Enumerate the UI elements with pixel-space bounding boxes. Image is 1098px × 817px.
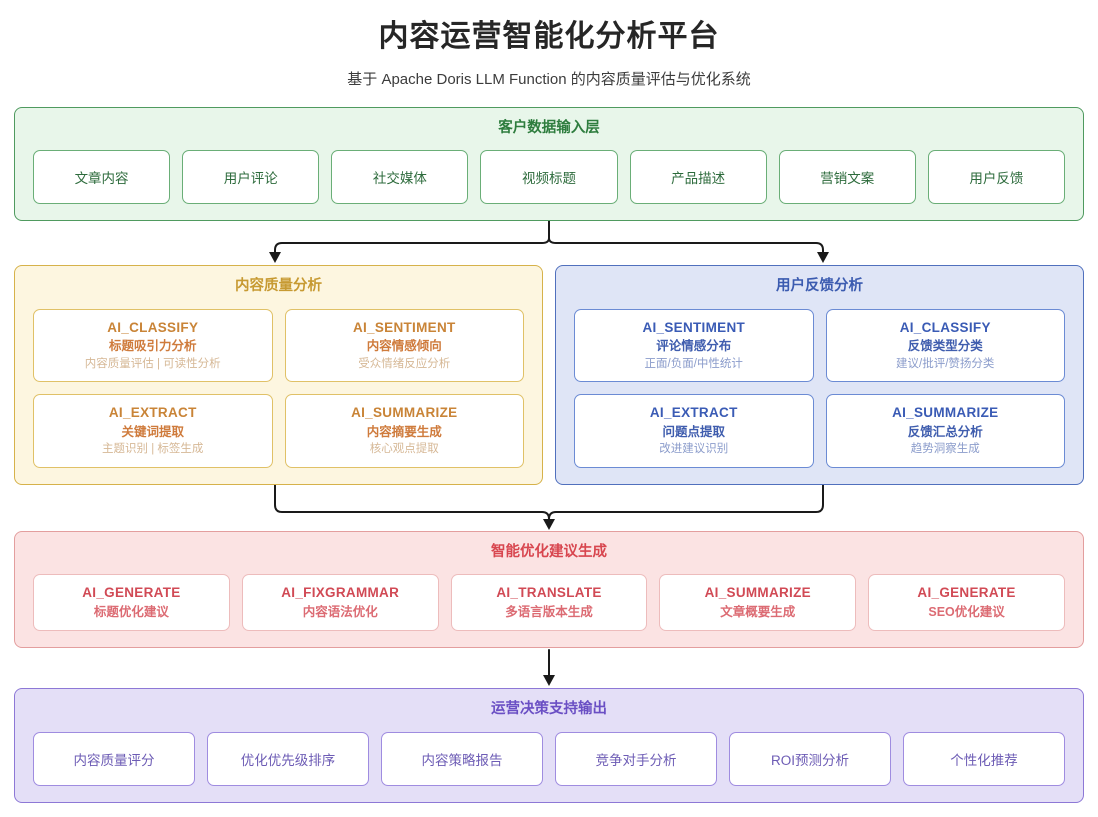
card-function-name: AI_GENERATE	[917, 585, 1016, 601]
card-ai-extract-keywords[interactable]: AI_EXTRACT 关键词提取 主题识别 | 标签生成	[33, 394, 273, 469]
card-ai-classify-feedback-type[interactable]: AI_CLASSIFY 反馈类型分类 建议/批评/赞扬分类	[825, 308, 1065, 383]
output-item-personalized-recommendation[interactable]: 个性化推荐	[903, 731, 1065, 786]
output-item-quality-score[interactable]: 内容质量评分	[33, 731, 195, 786]
panel-input-layer: 客户数据输入层 文章内容 用户评论 社交媒体 视频标题 产品描述 营销文案 用户…	[14, 107, 1084, 222]
page-header: 内容运营智能化分析平台 基于 Apache Doris LLM Function…	[14, 0, 1084, 89]
input-item-label: 社交媒体	[372, 171, 427, 187]
input-item-marketing-copy[interactable]: 营销文案	[778, 150, 916, 205]
content-quality-row-2: AI_EXTRACT 关键词提取 主题识别 | 标签生成 AI_SUMMARIZ…	[33, 394, 524, 469]
input-item-product-desc[interactable]: 产品描述	[629, 150, 767, 205]
card-subtext: 内容质量评估 | 可读性分析	[84, 357, 221, 370]
input-item-label: 营销文案	[820, 171, 875, 187]
card-ai-fixgrammar-content-grammar[interactable]: AI_FIXGRAMMAR 内容语法优化	[241, 574, 439, 632]
panel-feedback-analysis: 用户反馈分析 AI_SENTIMENT 评论情感分布 正面/负面/中性统计 AI…	[555, 265, 1084, 486]
card-description: 评论情感分布	[656, 339, 732, 353]
card-ai-sentiment-comment-distribution[interactable]: AI_SENTIMENT 评论情感分布 正面/负面/中性统计	[574, 308, 814, 383]
card-function-name: AI_EXTRACT	[108, 405, 197, 421]
card-subtext: 核心观点提取	[369, 443, 439, 456]
card-ai-translate-multilingual[interactable]: AI_TRANSLATE 多语言版本生成	[450, 574, 648, 632]
card-function-name: AI_CLASSIFY	[899, 319, 991, 335]
card-description: 内容摘要生成	[366, 424, 442, 439]
input-item-label: 用户反馈	[969, 171, 1024, 187]
card-function-name: AI_SUMMARIZE	[892, 405, 999, 421]
card-function-name: AI_TRANSLATE	[496, 585, 602, 601]
card-description: 多语言版本生成	[505, 604, 593, 619]
card-description: 反馈汇总分析	[907, 424, 983, 439]
card-subtext: 趋势洞察生成	[910, 443, 980, 456]
input-item-label: 产品描述	[671, 171, 726, 187]
feedback-analysis-row-1: AI_SENTIMENT 评论情感分布 正面/负面/中性统计 AI_CLASSI…	[574, 308, 1065, 383]
input-layer-items: 文章内容 用户评论 社交媒体 视频标题 产品描述 营销文案 用户反馈	[33, 150, 1065, 205]
content-quality-row-1: AI_CLASSIFY 标题吸引力分析 内容质量评估 | 可读性分析 AI_SE…	[33, 308, 524, 383]
input-item-label: 用户评论	[223, 171, 278, 187]
card-function-name: AI_SENTIMENT	[642, 319, 746, 335]
card-ai-classify-title-attraction[interactable]: AI_CLASSIFY 标题吸引力分析 内容质量评估 | 可读性分析	[33, 308, 273, 383]
page-title: 内容运营智能化分析平台	[378, 20, 720, 53]
panel-content-quality: 内容质量分析 AI_CLASSIFY 标题吸引力分析 内容质量评估 | 可读性分…	[14, 265, 543, 486]
card-description: 内容情感倾向	[366, 339, 442, 353]
card-description: SEO优化建议	[928, 604, 1005, 619]
card-ai-summarize-content-summary[interactable]: AI_SUMMARIZE 内容摘要生成 核心观点提取	[284, 394, 524, 469]
input-item-comments[interactable]: 用户评论	[182, 150, 320, 205]
card-ai-generate-seo-optimization[interactable]: AI_GENERATE SEO优化建议	[868, 574, 1065, 632]
card-subtext: 建议/批评/赞扬分类	[896, 357, 995, 370]
page-subtitle: 基于 Apache Doris LLM Function 的内容质量评估与优化系…	[347, 70, 751, 88]
input-item-social[interactable]: 社交媒体	[331, 150, 469, 205]
card-ai-generate-title-optimization[interactable]: AI_GENERATE 标题优化建议	[33, 574, 230, 632]
card-description: 标题吸引力分析	[108, 339, 197, 353]
panel-output-layer: 运营决策支持输出 内容质量评分 优化优先级排序 内容策略报告 竞争对手分析 RO…	[14, 688, 1084, 803]
card-function-name: AI_FIXGRAMMAR	[281, 585, 400, 601]
card-description: 反馈类型分类	[907, 339, 983, 353]
output-item-strategy-report[interactable]: 内容策略报告	[381, 731, 543, 786]
input-item-label: 文章内容	[74, 171, 129, 187]
panel-title-feedback-analysis: 用户反馈分析	[776, 278, 863, 295]
output-item-priority-ranking[interactable]: 优化优先级排序	[207, 731, 369, 786]
connector-down-arrow	[543, 649, 555, 687]
input-item-article[interactable]: 文章内容	[33, 150, 171, 205]
panel-optimization-suggestions: 智能优化建议生成 AI_GENERATE 标题优化建议 AI_FIXGRAMMA…	[14, 531, 1084, 649]
card-subtext: 受众情绪反应分析	[358, 357, 451, 370]
analysis-split-row: 内容质量分析 AI_CLASSIFY 标题吸引力分析 内容质量评估 | 可读性分…	[14, 265, 1084, 486]
panel-title-content-quality: 内容质量分析	[235, 278, 322, 295]
connector-merge-arrow	[274, 485, 824, 531]
card-function-name: AI_SENTIMENT	[352, 319, 456, 335]
card-ai-extract-issue-points[interactable]: AI_EXTRACT 问题点提取 改进建议识别	[574, 394, 814, 469]
card-description: 标题优化建议	[93, 604, 169, 619]
card-description: 文章概要生成	[720, 604, 796, 619]
card-subtext: 改进建议识别	[659, 443, 729, 456]
output-item-label: 内容策略报告	[421, 752, 503, 768]
optimization-cards: AI_GENERATE 标题优化建议 AI_FIXGRAMMAR 内容语法优化 …	[33, 574, 1065, 632]
input-item-user-feedback[interactable]: 用户反馈	[927, 150, 1065, 205]
panel-title-optimization: 智能优化建议生成	[491, 544, 607, 561]
card-ai-summarize-feedback-rollup[interactable]: AI_SUMMARIZE 反馈汇总分析 趋势洞察生成	[825, 394, 1065, 469]
output-item-label: 个性化推荐	[950, 752, 1018, 768]
output-item-roi-forecast[interactable]: ROI预测分析	[729, 731, 891, 786]
output-layer-items: 内容质量评分 优化优先级排序 内容策略报告 竞争对手分析 ROI预测分析 个性化…	[33, 731, 1065, 786]
card-subtext: 正面/负面/中性统计	[644, 357, 743, 370]
card-function-name: AI_CLASSIFY	[107, 319, 199, 335]
card-ai-summarize-article-abstract[interactable]: AI_SUMMARIZE 文章概要生成	[659, 574, 857, 632]
card-description: 关键词提取	[121, 424, 184, 439]
output-item-competitor-analysis[interactable]: 竞争对手分析	[555, 731, 717, 786]
feedback-analysis-row-2: AI_EXTRACT 问题点提取 改进建议识别 AI_SUMMARIZE 反馈汇…	[574, 394, 1065, 469]
card-function-name: AI_GENERATE	[82, 585, 181, 601]
connector-split-arrow	[269, 221, 829, 264]
card-function-name: AI_EXTRACT	[649, 405, 738, 421]
card-subtext: 主题识别 | 标签生成	[102, 443, 204, 456]
output-item-label: ROI预测分析	[770, 752, 849, 768]
output-item-label: 内容质量评分	[73, 752, 155, 768]
input-item-label: 视频标题	[521, 171, 576, 187]
card-function-name: AI_SUMMARIZE	[704, 585, 811, 601]
output-item-label: 竞争对手分析	[595, 752, 677, 768]
input-item-video-title[interactable]: 视频标题	[480, 150, 618, 205]
output-item-label: 优化优先级排序	[240, 752, 336, 768]
card-ai-sentiment-content-tone[interactable]: AI_SENTIMENT 内容情感倾向 受众情绪反应分析	[284, 308, 524, 383]
panel-title-input-layer: 客户数据输入层	[498, 120, 600, 136]
card-description: 问题点提取	[662, 424, 725, 439]
card-description: 内容语法优化	[302, 604, 378, 619]
panel-title-output-layer: 运营决策支持输出	[491, 701, 607, 718]
card-function-name: AI_SUMMARIZE	[351, 405, 458, 421]
